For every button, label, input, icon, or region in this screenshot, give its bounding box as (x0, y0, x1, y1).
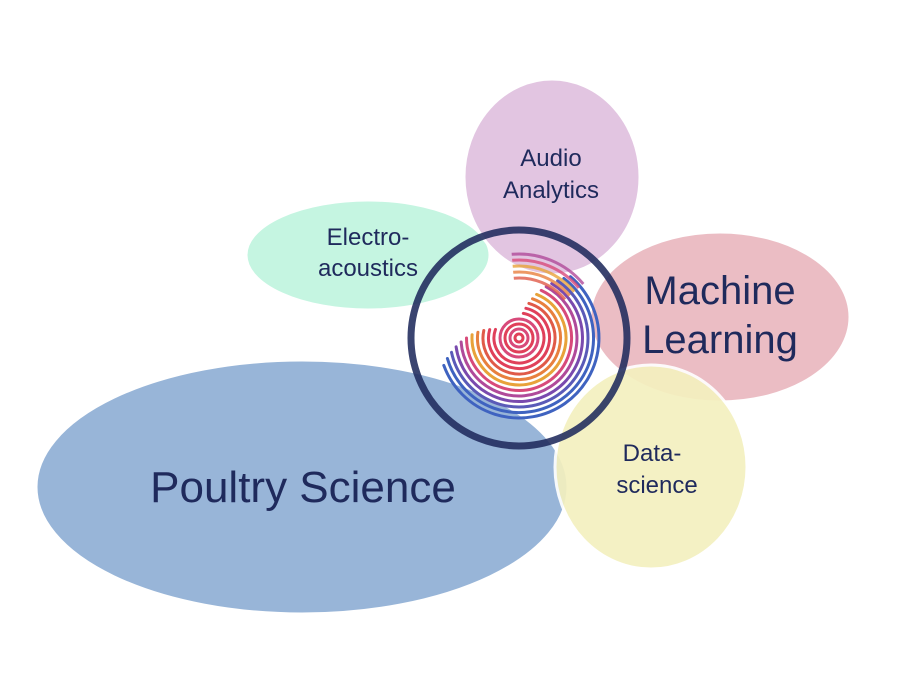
logo-arc (445, 277, 596, 415)
electro-acoustics-label-line1: Electro- (327, 224, 410, 251)
audio-analytics-label-line1: Audio (520, 145, 581, 172)
logo-arc (454, 282, 584, 404)
poultry-science-label: Poultry Science (150, 463, 456, 512)
data-science-ellipse (553, 363, 749, 571)
logo-inner-ring (508, 327, 530, 349)
center-logo (407, 226, 631, 450)
logo-arc-top (513, 276, 567, 301)
data-science-label-line1: Data- (623, 440, 682, 467)
logo-arc (459, 285, 579, 398)
labels: Poultry Science Electro- acoustics Audio… (150, 145, 798, 512)
logo-inner-ring (513, 332, 525, 344)
machine-learning-label-line1: Machine (644, 269, 795, 313)
logo-arc (470, 292, 568, 387)
logo-inner-ring (503, 322, 535, 354)
logo-arc-top (512, 258, 580, 289)
logo-arc-top (513, 270, 571, 297)
logo-arc (475, 297, 562, 382)
data-science-label-line2: science (616, 472, 697, 499)
logo-arc (450, 279, 590, 409)
logo-arc (465, 288, 573, 392)
logo-arc-top (511, 252, 585, 285)
data-science-node (553, 363, 749, 571)
logo-arcs (442, 252, 601, 420)
logo-arc-top (512, 264, 576, 293)
audio-analytics-label-line2: Analytics (503, 177, 599, 204)
logo-arc (481, 301, 557, 376)
logo-inner-ring (498, 317, 540, 359)
logo-arc (487, 306, 552, 370)
logo-ring (407, 226, 631, 450)
machine-learning-label-line2: Learning (642, 318, 798, 362)
logo-arc (492, 311, 546, 365)
logo-arc (442, 275, 601, 420)
electro-acoustics-label-line2: acoustics (318, 255, 418, 282)
